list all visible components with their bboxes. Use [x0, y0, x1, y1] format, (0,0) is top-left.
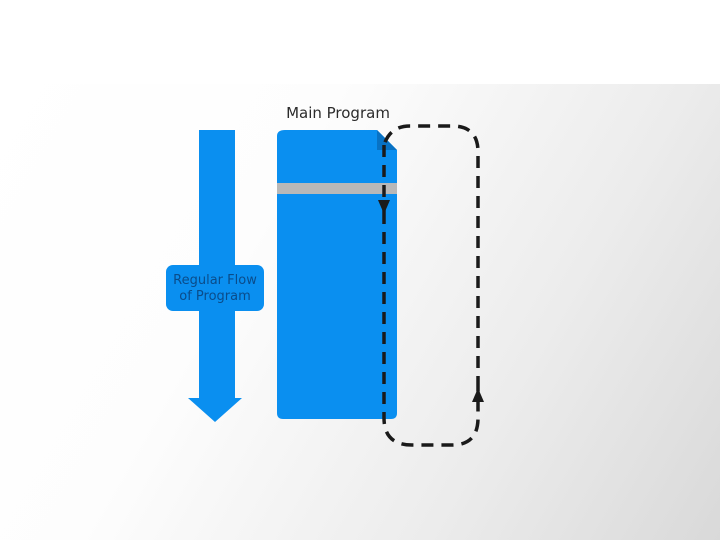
flow-arrow-head: [188, 398, 242, 422]
loop-arrow-down-icon: [378, 200, 390, 214]
flow-label-badge: Regular Flow of Program: [166, 265, 264, 311]
interrupt-loop: [378, 124, 484, 447]
flow-label-line-1: Regular Flow: [173, 273, 257, 288]
program-divider: [277, 183, 397, 194]
main-program-label: Main Program: [286, 104, 390, 122]
interrupt-loop-path: [382, 124, 480, 447]
program-block-body: [277, 130, 397, 419]
loop-arrow-up-icon: [472, 388, 484, 402]
flow-label-background: [166, 265, 264, 311]
main-program-block: [277, 130, 397, 419]
flow-label-line-2: of Program: [179, 289, 251, 304]
